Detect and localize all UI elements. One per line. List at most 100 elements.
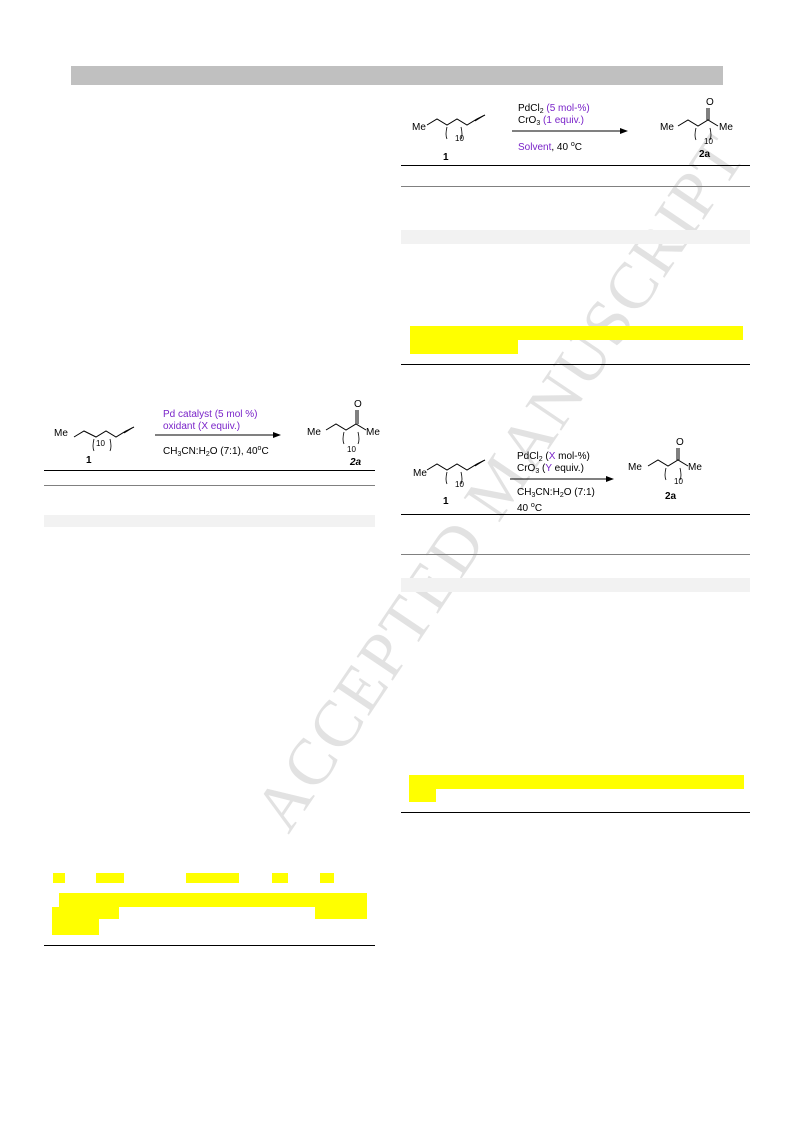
table-left-top-rule — [44, 470, 375, 471]
solvent-part-1: CH — [163, 446, 178, 457]
pdcl2-part-5: mol-%) — [555, 451, 590, 462]
product-number: 2a — [699, 149, 711, 160]
temperature-part-3: C — [534, 503, 543, 514]
solvent-part-3: CN:H — [535, 487, 560, 498]
highlight-footnote-line3 — [52, 919, 99, 935]
pdcl2-part-2: 2 — [538, 456, 543, 463]
solvent-part-7: C — [261, 446, 269, 457]
highlight-cell-2 — [96, 873, 124, 883]
temperature-part-2: o — [530, 502, 535, 509]
table-bottom-right-header — [401, 578, 750, 592]
cro3-part-4: Y — [545, 463, 552, 474]
product-label-me-left: Me — [660, 122, 674, 133]
solvent-part-3: o — [570, 141, 575, 148]
cro3-part-3: (1 equiv.) — [540, 115, 584, 126]
pdcl2-part-3: ( — [542, 451, 549, 462]
reagent-oxidant: oxidant (X equiv.) — [163, 421, 241, 432]
solvent-part-6: o — [257, 445, 262, 452]
reaction-arrow-top-right — [512, 128, 628, 134]
cro3-part-2: 3 — [536, 120, 541, 127]
solvent-part-4: 2 — [205, 451, 210, 458]
table-top-right-mid-rule — [401, 186, 750, 187]
table-top-right-top-rule — [401, 165, 750, 166]
highlight-cell-5 — [320, 873, 334, 883]
table-bottom-right-mid-rule — [401, 554, 750, 555]
pdcl2-part-4: X — [548, 451, 556, 462]
pdcl2-part-1: PdCl — [517, 451, 539, 462]
reagent-cro3: CrO3 (Y equiv.) — [517, 463, 584, 478]
table-top-right-header — [401, 230, 750, 244]
pdcl2-part-3: (5 mol-%) — [543, 103, 590, 114]
solvent-part-2: 3 — [177, 451, 182, 458]
product-label-me-left: Me — [307, 427, 321, 438]
substrate-structure-left — [73, 426, 135, 452]
solvent-part-5: O (7:1), 40 — [209, 446, 258, 457]
substrate-index: 10 — [455, 134, 464, 143]
solvent-part-3: CN:H — [181, 446, 206, 457]
substrate-structure-top-right — [426, 114, 486, 140]
substrate-label-me: Me — [413, 468, 427, 479]
substrate-label-me: Me — [412, 122, 426, 133]
highlight-footnote-line1 — [59, 893, 367, 907]
reaction-arrow-bottom-right — [510, 476, 614, 482]
table-top-right-bottom-rule — [401, 364, 750, 365]
highlight-top-right-line2 — [410, 340, 518, 354]
product-structure-left — [325, 410, 367, 445]
cro3-part-1: CrO — [517, 463, 536, 474]
reagent-cro3: CrO3 (1 equiv.) — [518, 115, 584, 130]
solvent-part-1: CH — [517, 487, 532, 498]
substrate-number: 1 — [443, 496, 449, 507]
solvent-part-4: 2 — [559, 492, 564, 499]
substrate-structure-bottom-right — [426, 459, 486, 485]
header-bar — [71, 66, 723, 85]
product-label-me-right: Me — [688, 462, 702, 473]
pdcl2-part-1: PdCl — [518, 103, 540, 114]
highlight-footnote-line2a — [52, 907, 119, 919]
watermark: ACCEPTED MANUSCRIPT — [240, 122, 760, 844]
temperature-part-1: 40 — [517, 503, 531, 514]
highlight-bottom-right-line2 — [409, 789, 436, 802]
table-left-header — [44, 515, 375, 527]
table-bottom-right-bottom-rule — [401, 812, 750, 813]
substrate-number: 1 — [86, 455, 92, 466]
product-oxygen: O — [354, 399, 362, 410]
reagent-solvent: CH3CN:H2O (7:1) — [517, 487, 595, 502]
cro3-part-2: 3 — [535, 468, 540, 475]
substrate-index: 10 — [455, 480, 464, 489]
reagent-solvent: Solvent, 40 oC — [518, 139, 582, 154]
solvent-part-1: Solvent — [518, 142, 552, 153]
product-index: 10 — [704, 137, 713, 146]
reaction-arrow-left — [155, 432, 281, 438]
product-oxygen: O — [706, 97, 714, 108]
highlight-cell-4 — [272, 873, 288, 883]
cro3-part-5: equiv.) — [551, 463, 584, 474]
product-label-me-left: Me — [628, 462, 642, 473]
reagent-catalyst: Pd catalyst (5 mol %) — [163, 409, 258, 420]
product-index: 10 — [347, 445, 356, 454]
substrate-label-me: Me — [54, 428, 68, 439]
table-left-mid-rule — [44, 485, 375, 486]
product-label-me-right: Me — [719, 122, 733, 133]
cro3-part-3: ( — [539, 463, 546, 474]
solvent-part-5: O (7:1) — [563, 487, 595, 498]
substrate-index: 10 — [96, 439, 105, 448]
product-number: 2a — [665, 491, 677, 502]
table-left-bottom-rule — [44, 945, 375, 946]
reagent-solvent: CH3CN:H2O (7:1), 40oC — [163, 443, 269, 461]
highlight-cell-1 — [53, 873, 65, 883]
reagent-pdcl2: PdCl2 (X mol-%) — [517, 451, 590, 466]
solvent-part-2: 3 — [531, 492, 536, 499]
product-structure-bottom-right — [647, 448, 689, 481]
table-bottom-right-top-rule — [401, 514, 750, 515]
substrate-number: 1 — [443, 152, 449, 163]
highlight-bottom-right-line1 — [409, 775, 744, 789]
pdcl2-part-2: 2 — [539, 108, 544, 115]
highlight-cell-3 — [186, 873, 239, 883]
product-oxygen: O — [676, 437, 684, 448]
reagent-temperature: 40 oC — [517, 500, 542, 515]
product-label-me-right: Me — [366, 427, 380, 438]
product-structure-top-right — [677, 108, 719, 141]
solvent-part-4: C — [574, 142, 582, 153]
highlight-footnote-line2b — [315, 907, 367, 919]
product-number: 2a — [350, 457, 362, 468]
